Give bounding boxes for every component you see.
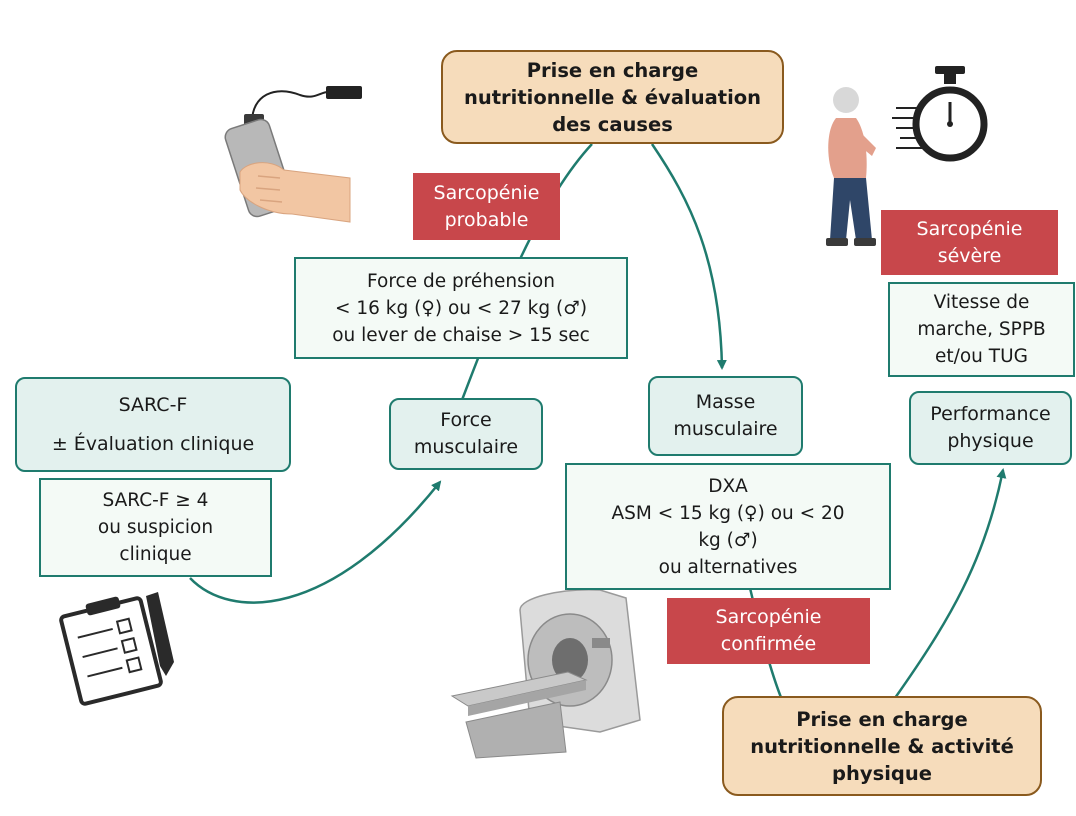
masse-criteria-line-2: ASM < 15 kg (♀) ou < 20 <box>611 502 845 524</box>
sarcf-criteria-line-2: ou suspicion <box>97 517 214 538</box>
performance-criteria-line-2: marche, SPPB <box>917 319 1046 340</box>
end-line-2: nutritionnelle & activité <box>750 734 1014 758</box>
start-line-1: Prise en charge <box>526 58 699 82</box>
masse-line-2: musculaire <box>673 418 778 440</box>
force-musculaire-box: Force musculaire <box>389 398 543 470</box>
stopwatch-icon <box>892 66 988 162</box>
start-line-2: nutritionnelle & évaluation <box>463 85 762 109</box>
severe-line-1: Sarcopénie <box>916 217 1023 240</box>
masse-criteria-line-3: kg (♂) <box>698 529 758 551</box>
force-criteria-line-3: ou lever de chaise > 15 sec <box>332 324 590 346</box>
sarcopenia-probable-badge: Sarcopénie probable <box>413 173 560 240</box>
force-criteria-line-1: Force de préhension <box>367 270 555 292</box>
end-line-1: Prise en charge <box>796 707 968 731</box>
masse-musculaire-box: Masse musculaire <box>648 376 803 456</box>
severe-line-2: sévère <box>937 244 1002 267</box>
sarcf-criteria-line-3: clinique <box>119 544 192 565</box>
performance-line-2: physique <box>947 430 1034 452</box>
confirmee-line-2: confirmée <box>720 633 817 655</box>
masse-criteria-line-4: ou alternatives <box>658 556 798 578</box>
confirmee-line-1: Sarcopénie <box>715 606 822 628</box>
arrow-sarcf-to-force <box>189 480 442 604</box>
line-force-to-start <box>460 143 593 401</box>
sarcf-box: SARC-F ± Évaluation clinique <box>15 377 291 472</box>
performance-criteria-box: Vitesse de marche, SPPB et/ou TUG <box>888 282 1075 377</box>
performance-criteria-line-1: Vitesse de <box>933 292 1030 313</box>
dynamometer-icon <box>224 86 362 223</box>
end-line-3: physique <box>832 761 932 785</box>
start-box: Prise en charge nutritionnelle & évaluat… <box>441 50 784 144</box>
force-line-2: musculaire <box>413 436 519 458</box>
sarcf-criteria-box: SARC-F ≥ 4 ou suspicion clinique <box>39 478 272 577</box>
performance-line-1: Performance <box>930 403 1051 425</box>
walking-elder-icon <box>826 87 876 246</box>
probable-line-1: Sarcopénie <box>433 181 540 204</box>
end-box: Prise en charge nutritionnelle & activit… <box>722 696 1042 796</box>
start-line-3: des causes <box>552 112 673 136</box>
masse-line-1: Masse <box>695 391 756 413</box>
masse-criteria-box: DXA ASM < 15 kg (♀) ou < 20 kg (♂) ou al… <box>565 463 891 590</box>
performance-criteria-line-3: et/ou TUG <box>935 346 1028 367</box>
sarcf-subtitle: ± Évaluation clinique <box>51 432 255 455</box>
arrow-end-to-performance <box>893 468 1007 699</box>
force-criteria-box: Force de préhension < 16 kg (♀) ou < 27 … <box>294 257 628 359</box>
force-criteria-line-2: < 16 kg (♀) ou < 27 kg (♂) <box>334 297 588 319</box>
probable-line-2: probable <box>444 208 529 231</box>
force-line-1: Force <box>440 409 492 431</box>
sarcf-criteria-line-1: SARC-F ≥ 4 <box>102 490 209 511</box>
arrow-start-to-masse <box>650 143 727 370</box>
sarcopenia-severe-badge: Sarcopénie sévère <box>881 210 1058 275</box>
sarcopenia-confirmed-badge: Sarcopénie confirmée <box>667 598 870 664</box>
masse-criteria-line-1: DXA <box>708 475 748 497</box>
mri-scanner-icon <box>450 589 641 759</box>
clipboard-checklist-icon <box>59 592 174 706</box>
performance-physique-box: Performance physique <box>909 391 1072 465</box>
sarcf-title: SARC-F <box>118 393 188 416</box>
